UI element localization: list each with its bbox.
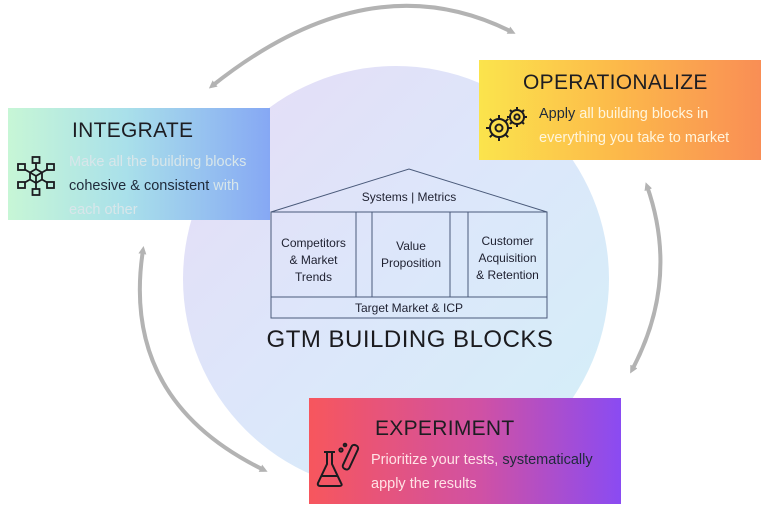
pillar-competitors-line1: Competitors: [281, 236, 346, 250]
integrate-text-line3: each other: [69, 202, 138, 218]
pillar-customer-line3: & Retention: [476, 268, 539, 282]
experiment-text-line1: Prioritize your tests,: [371, 452, 503, 468]
house-base-label: Target Market & ICP: [354, 301, 464, 315]
experiment-highlight: systematically: [502, 452, 593, 468]
integrate-box: INTEGRATE Make all the building blocks c…: [8, 108, 270, 220]
pillar-customer-line1: Customer: [481, 234, 534, 248]
pillar-value-line1: Value: [396, 239, 426, 253]
pillar-gap-left: [355, 211, 373, 298]
pillar-gap-right: [449, 211, 469, 298]
gears-icon: [486, 107, 527, 141]
pillar-customer-line2: Acquisition: [478, 251, 537, 265]
house-roof-label: Systems | Metrics: [361, 190, 457, 204]
network-cubes-icon: [17, 156, 55, 196]
pillar-competitors-line2: & Market: [289, 253, 338, 267]
pillar-competitors-label: Competitors & Market Trends: [271, 235, 356, 286]
operationalize-box: OPERATIONALIZE Apply all building blocks…: [479, 60, 761, 160]
pillar-customer-label: Customer Acquisition & Retention: [468, 233, 547, 284]
integrate-description: Make all the building blocks cohesive & …: [69, 150, 246, 222]
house-base: [270, 296, 548, 319]
operationalize-text-line1: all building blocks in: [575, 106, 709, 122]
experiment-text-line2: apply the results: [371, 476, 477, 492]
experiment-box: EXPERIMENT Prioritize your tests, system…: [309, 398, 621, 504]
operationalize-description: Apply all building blocks in everything …: [539, 102, 729, 150]
integrate-title: INTEGRATE: [72, 119, 194, 142]
experiment-title: EXPERIMENT: [375, 417, 515, 440]
building-blocks-house: [270, 168, 548, 319]
pillar-value-label: Value Proposition: [372, 238, 450, 272]
operationalize-text-line2: everything you take to market: [539, 130, 730, 146]
integrate-text-line1: Make all the building blocks: [69, 154, 247, 170]
operationalize-title: OPERATIONALIZE: [523, 71, 708, 94]
arrow-operationalize-experiment: [630, 182, 663, 374]
integrate-highlight: cohesive & consistent: [69, 178, 210, 194]
pillar-competitors-line3: Trends: [295, 270, 332, 284]
main-title: GTM BUILDING BLOCKS: [266, 326, 554, 353]
arrow-integrate-operationalize: [208, 3, 516, 89]
operationalize-highlight: Apply: [539, 106, 576, 122]
arrow-experiment-integrate: [137, 246, 268, 472]
pillar-value-line2: Proposition: [380, 256, 442, 270]
test-tubes-icon: [316, 442, 360, 487]
experiment-description: Prioritize your tests, systematically ap…: [371, 448, 593, 496]
integrate-text-with: with: [209, 178, 240, 194]
